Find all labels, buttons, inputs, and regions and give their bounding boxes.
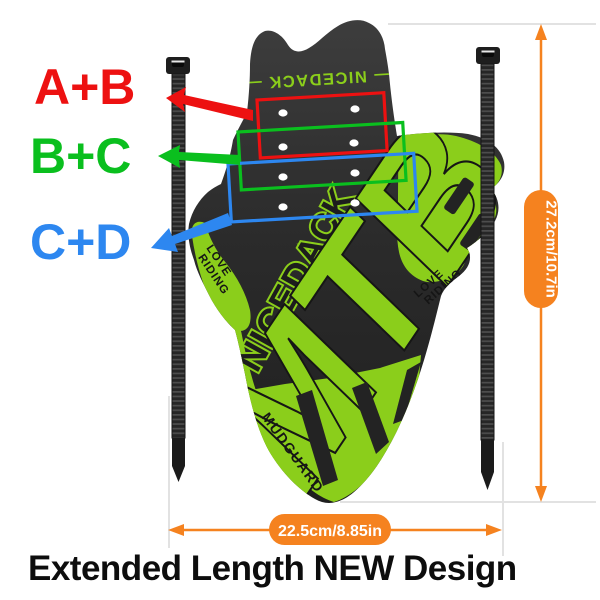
dimension-extension-lines [168, 23, 596, 556]
width-dimension-value: 22.5cm/8.85in [278, 523, 382, 540]
hole [350, 105, 360, 113]
width-dimension-pill [269, 514, 391, 545]
zip-tie-left-strap [171, 73, 186, 439]
hole [350, 199, 360, 207]
arrow-ab [166, 87, 253, 121]
caption-text: Extended Length NEW Design [28, 549, 517, 588]
height-dimension-value: 27.2cm/10.7in [543, 200, 560, 298]
zone-box-ab [255, 90, 389, 160]
height-dimension: 27.2cm/10.7in [524, 24, 560, 502]
zone-box-cd [226, 151, 419, 224]
zip-tie-left-glint [171, 60, 185, 63]
arrow-bc [158, 145, 240, 168]
hole [278, 109, 288, 117]
zone-label-bc: B+C [30, 128, 132, 184]
zip-tie-right-strap [480, 63, 495, 441]
hole [278, 203, 288, 211]
arrow-cd [151, 213, 232, 252]
hole [278, 173, 288, 181]
zone-label-cd: C+D [30, 214, 132, 270]
left-wing-green-accent [191, 221, 251, 331]
zip-tie-right-tail [481, 440, 494, 490]
zip-tie-left-tail [172, 438, 185, 482]
mounting-holes [278, 105, 360, 211]
mudguard-body: NICEDACK MTB LOVE RIDING [188, 20, 505, 504]
callout-arrows [151, 87, 253, 252]
zip-tie-right [476, 47, 500, 490]
zip-tie-right-glint [481, 50, 495, 53]
letter-gap-slashes [296, 177, 490, 486]
height-arrow-up [535, 24, 547, 40]
width-arrow-left [168, 524, 184, 536]
height-arrow-down [535, 486, 547, 502]
height-dimension-pill [524, 190, 558, 308]
zone-label-ab: A+B [34, 59, 136, 115]
width-dimension: 22.5cm/8.85in [168, 514, 502, 545]
hole [350, 169, 360, 177]
width-arrow-right [486, 524, 502, 536]
hole [349, 139, 359, 147]
hole [278, 143, 288, 151]
